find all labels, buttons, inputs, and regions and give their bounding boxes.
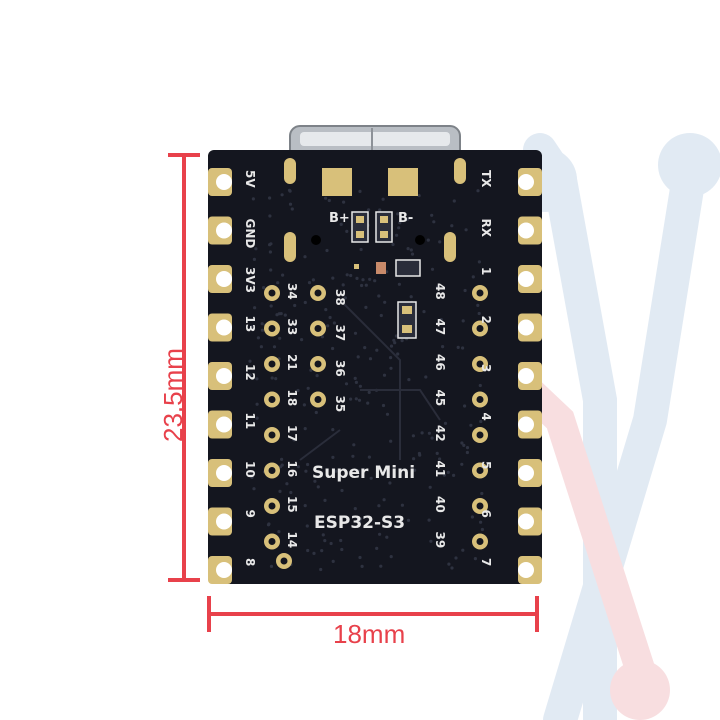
right-pin-label: 2 xyxy=(479,316,493,324)
left-pin-label: 13 xyxy=(243,316,257,333)
left-pin-label: 11 xyxy=(243,413,257,430)
right-pin-label: TX xyxy=(479,170,493,188)
left-pin-label: 10 xyxy=(243,461,257,478)
inner-pin-label: 40 xyxy=(433,496,447,513)
board-title-line2: ESP32-S3 xyxy=(314,513,405,533)
battery-minus-pad xyxy=(388,168,418,196)
battery-plus-pad xyxy=(322,168,352,196)
right-pin-label: 3 xyxy=(479,364,493,372)
width-label: 18mm xyxy=(333,619,405,649)
height-dimension: 23.5mm xyxy=(158,153,200,582)
shield-pad xyxy=(444,232,456,262)
height-label: 23.5mm xyxy=(158,348,188,442)
left-pin-label: 5V xyxy=(243,170,257,188)
shield-pad xyxy=(454,158,466,184)
inner-pin-label: 21 xyxy=(285,354,299,371)
inner-pin-label: 15 xyxy=(285,496,299,513)
right-pin-label: 1 xyxy=(479,267,493,275)
battery-plus-label: B+ xyxy=(329,211,350,226)
inner-pin-label: 41 xyxy=(433,461,447,478)
shield-pad xyxy=(284,232,296,262)
inner-pin-label: 46 xyxy=(433,354,447,371)
inner-pin-label: 18 xyxy=(285,390,299,407)
right-pin-label: 4 xyxy=(479,413,493,421)
left-pin-label: 3V3 xyxy=(243,267,257,293)
inner-pin-label: 38 xyxy=(333,289,347,306)
inner-pin-label: 37 xyxy=(333,325,347,342)
inner-pin-label: 36 xyxy=(333,360,347,377)
inner-pin-label: 39 xyxy=(433,532,447,549)
right-pin-label: RX xyxy=(479,219,493,238)
inner-pin-label: 45 xyxy=(433,390,447,407)
inner-pin-label: 42 xyxy=(433,425,447,442)
width-dimension: 18mm xyxy=(207,596,539,649)
left-pin-label: GND xyxy=(243,219,257,249)
left-pin-label: 8 xyxy=(243,558,257,566)
left-pin-label: 12 xyxy=(243,364,257,381)
shield-pad xyxy=(284,158,296,184)
inner-pin-label: 34 xyxy=(285,283,299,300)
inner-pin-label: 35 xyxy=(333,396,347,413)
board-title-line1: Super Mini xyxy=(312,463,415,483)
right-pin-label: 6 xyxy=(479,510,493,518)
inner-pin-label: 33 xyxy=(285,319,299,336)
inner-pin-label: 47 xyxy=(433,319,447,336)
right-pin-label: 5 xyxy=(479,461,493,469)
inner-pin-label: 16 xyxy=(285,461,299,478)
inner-pin-label: 48 xyxy=(433,283,447,300)
battery-minus-label: B- xyxy=(398,211,413,226)
left-pin-label: 9 xyxy=(243,510,257,518)
right-pin-label: 7 xyxy=(479,558,493,566)
inner-pin-label: 14 xyxy=(285,532,299,549)
inner-pin-label: 17 xyxy=(285,425,299,442)
